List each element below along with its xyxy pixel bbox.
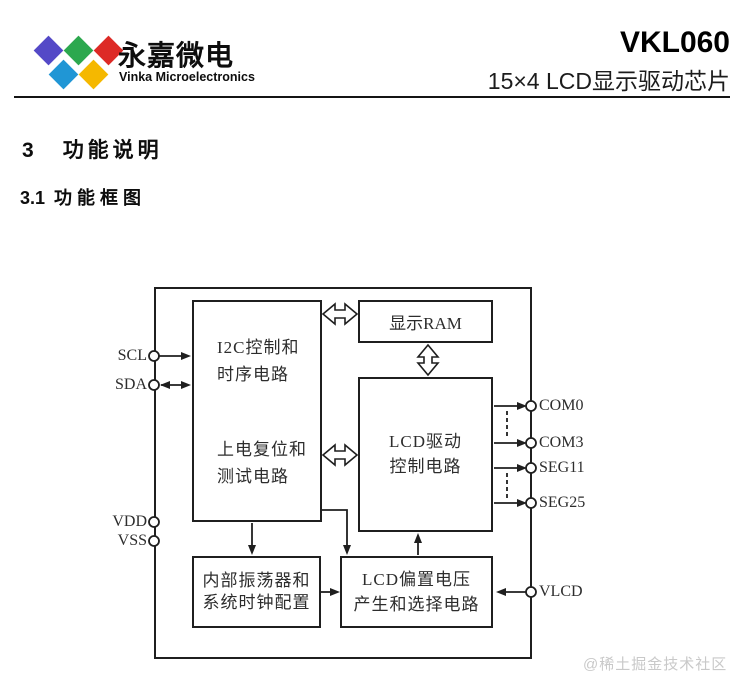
pin-label-vss: VSS bbox=[117, 532, 147, 549]
section-number: 3 bbox=[22, 139, 34, 162]
logo-diamond-purple bbox=[33, 35, 64, 66]
subsection-heading: 3.1 功能框图 bbox=[20, 184, 146, 210]
block-bias-voltage: LCD偏置电压 产生和选择电路 bbox=[340, 556, 493, 628]
brand-name-en: Vinka Microelectronics bbox=[119, 70, 255, 84]
subsection-title: 功能框图 bbox=[54, 188, 147, 208]
block-i2c-control: I2C控制和 时序电路 上电复位和 测试电路 bbox=[192, 300, 322, 522]
section-title: 功能说明 bbox=[62, 139, 163, 162]
section-heading: 3 功能说明 bbox=[22, 134, 163, 164]
pin-label-com3: COM3 bbox=[539, 434, 584, 451]
part-number: VKL060 bbox=[619, 26, 730, 59]
pin-label-vlcd: VLCD bbox=[539, 583, 583, 600]
logo-diamond-yellow bbox=[78, 59, 109, 90]
brand-name-cn: 永嘉微电 bbox=[118, 40, 235, 71]
pin-label-sda: SDA bbox=[114, 376, 147, 393]
block-i2c-label: I2C控制和 时序电路 bbox=[217, 338, 300, 384]
pin-label-seg25: SEG25 bbox=[539, 494, 586, 511]
block-lcd-driver: LCD驱动 控制电路 bbox=[358, 377, 493, 532]
header-divider bbox=[14, 96, 730, 98]
block-oscillator: 内部振荡器和 系统时钟配置 bbox=[192, 556, 321, 628]
subsection-number: 3.1 bbox=[20, 188, 46, 208]
pin-label-vdd: VDD bbox=[112, 513, 147, 530]
block-display-ram: 显示RAM bbox=[358, 300, 493, 343]
pin-label-scl: SCL bbox=[117, 347, 147, 364]
watermark: @稀土掘金技术社区 bbox=[583, 656, 728, 673]
block-por-label: 上电复位和 测试电路 bbox=[217, 440, 307, 486]
chip-subtitle: 15×4 LCD显示驱动芯片 bbox=[487, 68, 730, 94]
pin-label-seg11: SEG11 bbox=[539, 459, 585, 476]
pin-label-com0: COM0 bbox=[539, 397, 584, 414]
logo-diamond-cyan bbox=[48, 59, 79, 90]
logo-diamond-green bbox=[63, 35, 94, 66]
